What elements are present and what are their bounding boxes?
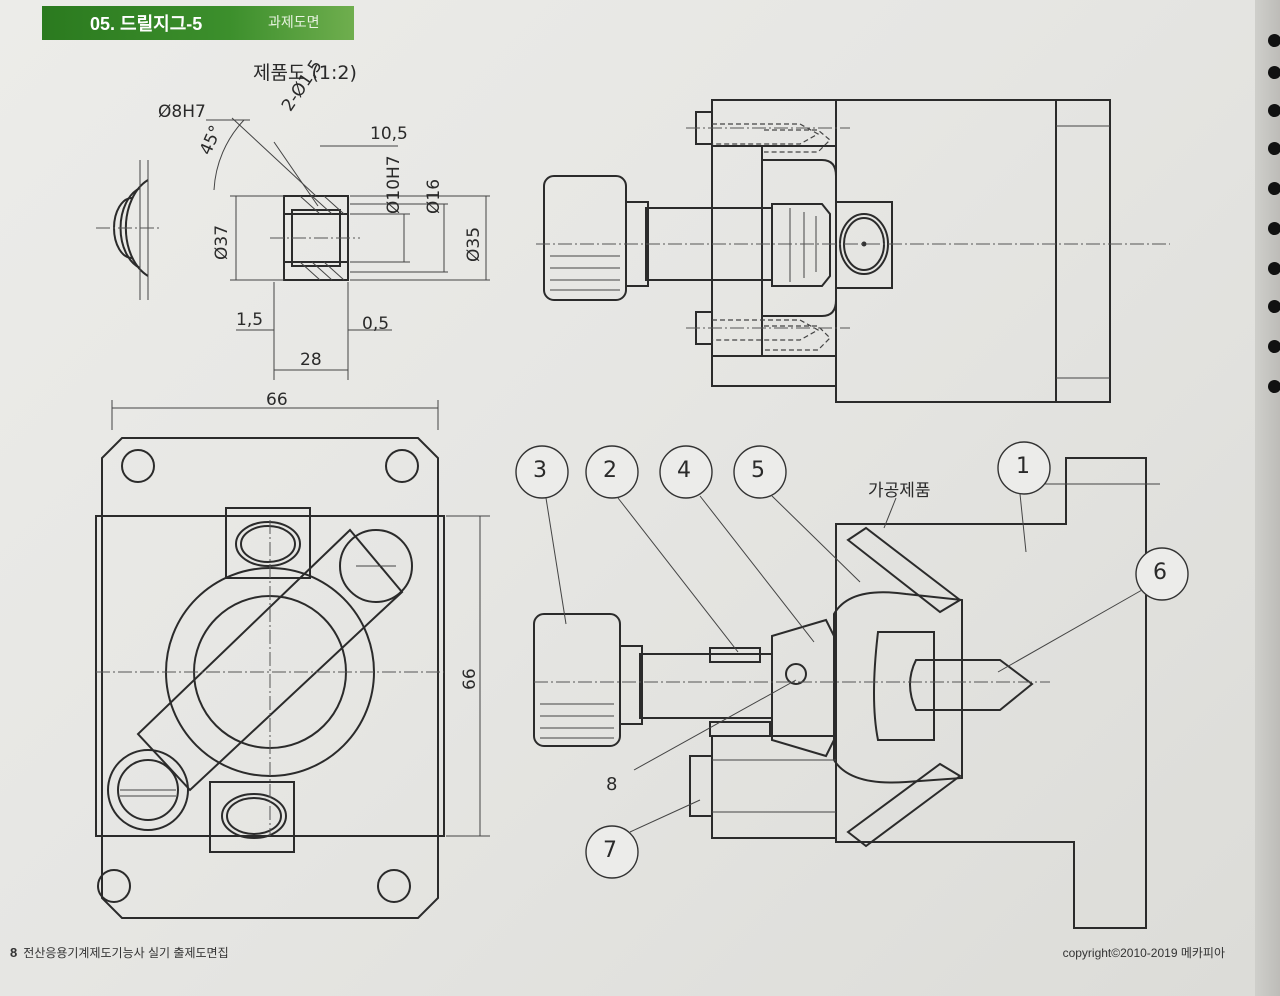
binding-hole <box>1268 66 1280 79</box>
balloon-callouts <box>515 441 1189 879</box>
book-title: 전산응용기계제도기능사 실기 출제도면집 <box>23 946 229 960</box>
binding-hole <box>1268 34 1280 47</box>
front-view <box>536 99 1170 403</box>
dim-height-66: 66 <box>460 668 480 690</box>
product-side-view <box>96 160 160 300</box>
balloon-label: 2 <box>603 458 617 483</box>
balloon-label: 6 <box>1153 560 1167 585</box>
page-number: 8 <box>10 945 18 960</box>
binding-hole <box>1268 380 1280 393</box>
binding-hole <box>1268 222 1280 235</box>
dim-10-5: 10,5 <box>370 124 408 144</box>
binding-spine <box>1255 0 1280 996</box>
balloon <box>997 441 1051 495</box>
dim-d10h7: Ø10H7 <box>384 155 404 214</box>
dim-d16: Ø16 <box>424 178 444 214</box>
balloon-label: 1 <box>1016 454 1030 479</box>
binding-hole <box>1268 142 1280 155</box>
workpiece-label: 가공제품 <box>868 481 931 501</box>
balloon <box>585 445 639 499</box>
dim-width-66: 66 <box>266 390 288 410</box>
balloon-label: 3 <box>533 458 547 483</box>
dim-28: 28 <box>300 350 322 370</box>
balloon-label: 4 <box>677 458 691 483</box>
binding-hole <box>1268 262 1280 275</box>
binding-hole <box>1268 300 1280 313</box>
page-subtitle: 과제도면 <box>268 14 320 30</box>
header-tab <box>42 6 354 40</box>
product-section-view <box>206 117 490 380</box>
footer-book-title: 8 전산응용기계제도기능사 실기 출제도면집 <box>10 944 229 961</box>
footer-copyright: copyright©2010-2019 메카피아 <box>1062 946 1225 960</box>
dim-0-5: 0,5 <box>362 314 390 334</box>
balloon <box>515 445 569 499</box>
page-title: 05. 드릴지그-5 <box>90 14 203 34</box>
product-view-title: 제품도 (1:2) <box>253 62 357 84</box>
binding-hole <box>1268 182 1280 195</box>
balloon <box>1135 547 1189 601</box>
binding-hole <box>1268 104 1280 117</box>
binding-hole <box>1268 340 1280 353</box>
balloon-label: 5 <box>751 458 765 483</box>
balloon <box>585 825 639 879</box>
dim-d35: Ø35 <box>464 226 484 262</box>
balloon <box>659 445 713 499</box>
plan-view <box>95 400 490 919</box>
dim-1-5: 1,5 <box>236 310 264 330</box>
dim-bore-8h7: Ø8H7 <box>158 102 206 122</box>
section-view <box>533 457 1160 929</box>
dim-d37: Ø37 <box>212 224 232 260</box>
balloon-label: 8 <box>606 774 618 795</box>
balloon-label: 7 <box>603 838 617 863</box>
balloon <box>733 445 787 499</box>
